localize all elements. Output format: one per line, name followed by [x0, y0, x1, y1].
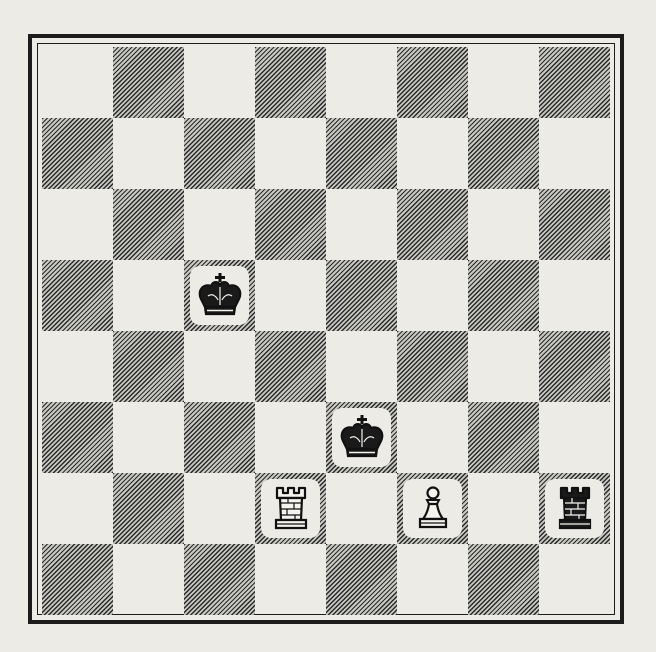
square-h7[interactable]	[539, 118, 610, 189]
square-e2[interactable]	[326, 473, 397, 544]
square-c4[interactable]	[184, 331, 255, 402]
square-b8[interactable]	[113, 47, 184, 118]
square-f3[interactable]	[397, 402, 468, 473]
square-b5[interactable]	[113, 260, 184, 331]
white-rook-icon[interactable]	[263, 481, 319, 537]
square-a8[interactable]	[42, 47, 113, 118]
square-d5[interactable]	[255, 260, 326, 331]
board-inner-frame	[37, 43, 615, 615]
square-g1[interactable]	[468, 544, 539, 615]
square-f4[interactable]	[397, 331, 468, 402]
square-f2[interactable]	[397, 473, 468, 544]
square-f7[interactable]	[397, 118, 468, 189]
square-a4[interactable]	[42, 331, 113, 402]
chessboard	[42, 47, 610, 615]
square-g8[interactable]	[468, 47, 539, 118]
square-h4[interactable]	[539, 331, 610, 402]
square-a2[interactable]	[42, 473, 113, 544]
square-e3[interactable]	[326, 402, 397, 473]
black-rook-icon[interactable]	[547, 481, 603, 537]
square-c2[interactable]	[184, 473, 255, 544]
square-d3[interactable]	[255, 402, 326, 473]
square-g5[interactable]	[468, 260, 539, 331]
square-a7[interactable]	[42, 118, 113, 189]
square-b3[interactable]	[113, 402, 184, 473]
square-h8[interactable]	[539, 47, 610, 118]
square-h2[interactable]	[539, 473, 610, 544]
black-king-icon[interactable]	[334, 410, 390, 466]
square-g2[interactable]	[468, 473, 539, 544]
black-king-icon[interactable]	[192, 268, 248, 324]
square-c3[interactable]	[184, 402, 255, 473]
square-h5[interactable]	[539, 260, 610, 331]
square-a6[interactable]	[42, 189, 113, 260]
square-h3[interactable]	[539, 402, 610, 473]
square-f6[interactable]	[397, 189, 468, 260]
square-f8[interactable]	[397, 47, 468, 118]
square-g4[interactable]	[468, 331, 539, 402]
square-g7[interactable]	[468, 118, 539, 189]
square-b2[interactable]	[113, 473, 184, 544]
square-e5[interactable]	[326, 260, 397, 331]
white-pawn-icon[interactable]	[405, 481, 461, 537]
square-c8[interactable]	[184, 47, 255, 118]
square-c7[interactable]	[184, 118, 255, 189]
square-h1[interactable]	[539, 544, 610, 615]
square-e7[interactable]	[326, 118, 397, 189]
square-d6[interactable]	[255, 189, 326, 260]
square-f5[interactable]	[397, 260, 468, 331]
square-d8[interactable]	[255, 47, 326, 118]
square-e4[interactable]	[326, 331, 397, 402]
square-a1[interactable]	[42, 544, 113, 615]
square-c5[interactable]	[184, 260, 255, 331]
square-g3[interactable]	[468, 402, 539, 473]
square-b1[interactable]	[113, 544, 184, 615]
square-d1[interactable]	[255, 544, 326, 615]
square-a5[interactable]	[42, 260, 113, 331]
square-h6[interactable]	[539, 189, 610, 260]
square-b4[interactable]	[113, 331, 184, 402]
square-e8[interactable]	[326, 47, 397, 118]
square-g6[interactable]	[468, 189, 539, 260]
square-a3[interactable]	[42, 402, 113, 473]
square-d4[interactable]	[255, 331, 326, 402]
square-e1[interactable]	[326, 544, 397, 615]
square-b7[interactable]	[113, 118, 184, 189]
square-f1[interactable]	[397, 544, 468, 615]
square-c6[interactable]	[184, 189, 255, 260]
square-e6[interactable]	[326, 189, 397, 260]
square-c1[interactable]	[184, 544, 255, 615]
square-d7[interactable]	[255, 118, 326, 189]
square-b6[interactable]	[113, 189, 184, 260]
square-d2[interactable]	[255, 473, 326, 544]
board-frame	[28, 34, 624, 624]
